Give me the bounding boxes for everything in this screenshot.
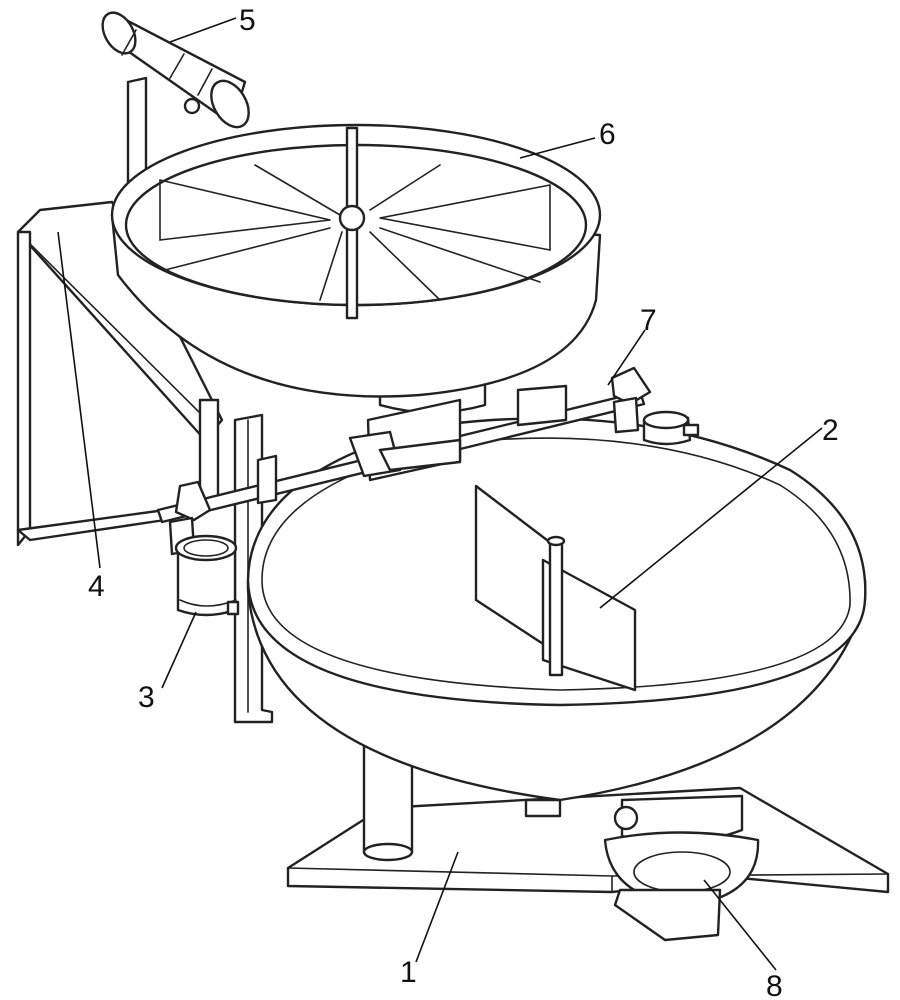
label-7: 7 — [640, 304, 657, 337]
label-2: 2 — [822, 414, 839, 447]
label-3: 3 — [138, 681, 155, 714]
shaft-cup — [642, 410, 700, 446]
upper-bowl — [110, 123, 602, 414]
label-8: 8 — [766, 970, 783, 1000]
cross-shaft — [156, 366, 652, 556]
motor — [101, 11, 250, 129]
support-column — [362, 738, 414, 862]
label-5: 5 — [239, 4, 256, 37]
lower-pan — [246, 417, 867, 942]
label-6: 6 — [599, 118, 616, 151]
scraper-blade — [474, 484, 637, 692]
label-1: 1 — [400, 956, 417, 989]
cup-sensor — [174, 534, 240, 617]
leader-lines — [57, 17, 823, 971]
label-4: 4 — [88, 570, 105, 603]
